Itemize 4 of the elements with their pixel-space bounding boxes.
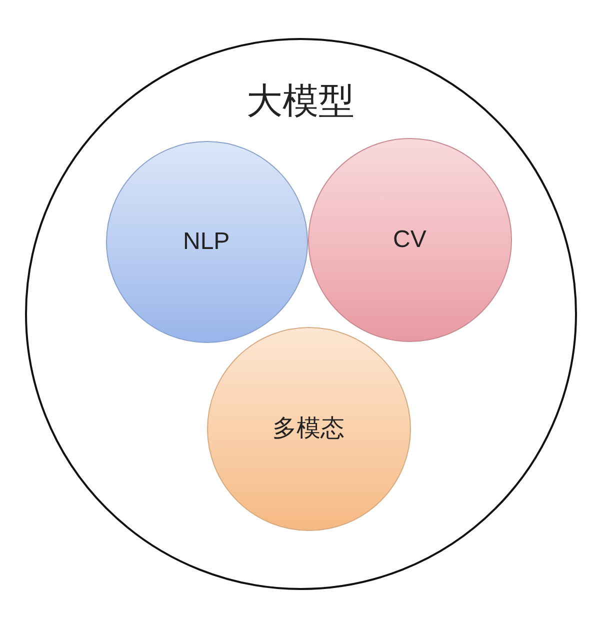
circle-label: 多模态 <box>272 416 344 442</box>
heading: 大模型 <box>246 81 354 121</box>
circle-label: NLP <box>183 228 230 255</box>
circle-label: CV <box>393 226 426 253</box>
